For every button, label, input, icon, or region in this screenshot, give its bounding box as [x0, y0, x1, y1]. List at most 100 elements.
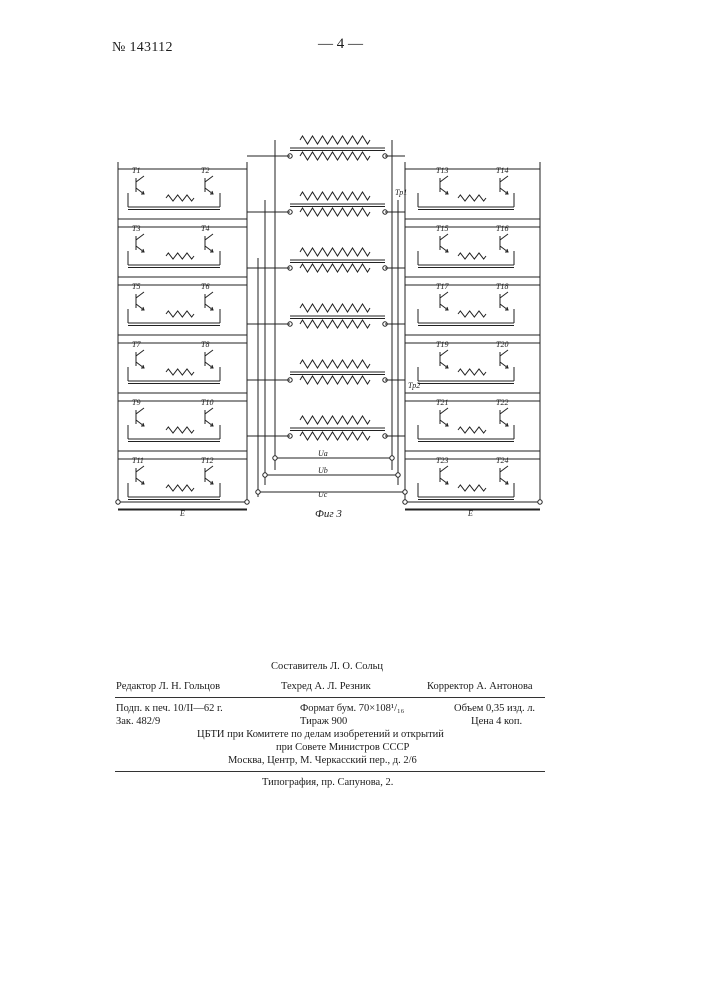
- transformer-winding: [300, 432, 370, 440]
- imprint-corrector: Корректор А. Антонова: [427, 680, 533, 693]
- transistor-left: [205, 176, 213, 182]
- transistor-right-label: T16: [496, 224, 508, 233]
- transistor-left: [205, 408, 213, 414]
- transistor-left: [136, 292, 144, 298]
- transistor-right: [500, 466, 508, 472]
- imprint-editor: Редактор Л. Н. Гольцов: [116, 680, 220, 693]
- right-stage-resistor: [458, 427, 486, 433]
- right-stage-resistor: [458, 195, 486, 201]
- transistor-left: [136, 408, 144, 414]
- transistor-right: [440, 408, 448, 414]
- transistor-right-label: T15: [436, 224, 448, 233]
- transistor-left-label: T4: [201, 224, 209, 233]
- transistor-right: [500, 304, 508, 310]
- terminal-a: [390, 456, 394, 460]
- imprint-format: Формат бум. 70×108¹/₁₆: [300, 702, 404, 715]
- transistor-right-label: T21: [436, 398, 448, 407]
- left-stage-resistor: [166, 427, 194, 433]
- imprint-print-run: Тираж 900: [300, 715, 347, 728]
- transistor-left-label: T12: [201, 456, 213, 465]
- transistor-right: [440, 234, 448, 240]
- transistor-right: [440, 350, 448, 356]
- terminal-c: [256, 490, 260, 494]
- voltage-label-a: Ua: [318, 449, 328, 458]
- transistor-right-label: T19: [436, 340, 448, 349]
- transistor-left-label: T2: [201, 166, 209, 175]
- circuit-diagram: T1T2T3T4T5T6T7T8T9T10T11T12T13T14T15T16T…: [0, 0, 707, 560]
- supply-terminal: [403, 500, 407, 504]
- supply-terminal: [538, 500, 542, 504]
- transistor-right: [440, 304, 448, 310]
- transistor-left: [205, 350, 213, 356]
- transformer-winding: [300, 264, 370, 272]
- transistor-left: [136, 362, 144, 368]
- imprint-divider-bottom: [115, 771, 545, 772]
- transistor-right: [440, 420, 448, 426]
- imprint-printing-house: Типография, пр. Сапунова, 2.: [262, 776, 393, 789]
- transistor-right-label: T14: [496, 166, 508, 175]
- imprint-compiler: Составитель Л. О. Сольц: [271, 660, 383, 673]
- transistor-left: [205, 246, 213, 252]
- transistor-left-label: T9: [132, 398, 140, 407]
- transistor-left: [136, 350, 144, 356]
- transistor-left: [205, 420, 213, 426]
- transistor-right-label: T23: [436, 456, 448, 465]
- transistor-left-label: T7: [132, 340, 141, 349]
- transformer-winding: [300, 192, 370, 200]
- transistor-left: [205, 362, 213, 368]
- transistor-right: [500, 420, 508, 426]
- transistor-left: [205, 478, 213, 484]
- imprint-org-line2: при Совете Министров СССР: [276, 741, 409, 754]
- voltage-label-c: Uc: [318, 490, 328, 499]
- right-stage-resistor: [458, 253, 486, 259]
- left-stage-resistor: [166, 195, 194, 201]
- transistor-left-label: T5: [132, 282, 140, 291]
- transistor-left: [136, 304, 144, 310]
- supply-terminal: [245, 500, 249, 504]
- transistor-left-label: T3: [132, 224, 140, 233]
- imprint-volume: Объем 0,35 изд. л.: [454, 702, 535, 715]
- transistor-left: [205, 304, 213, 310]
- right-stage-resistor: [458, 485, 486, 491]
- transformer-winding: [300, 248, 370, 256]
- imprint-signed: Подп. к печ. 10/II—62 г.: [116, 702, 223, 715]
- figure-caption: Фиг 3: [315, 508, 342, 520]
- transformer-winding: [300, 152, 370, 160]
- transformer-label-1: Тр1: [395, 188, 407, 197]
- left-stage-resistor: [166, 485, 194, 491]
- transformer-winding: [300, 376, 370, 384]
- imprint-org-line1: ЦБТИ при Комитете по делам изобретений и…: [197, 728, 444, 741]
- transistor-right-label: T13: [436, 166, 448, 175]
- transistor-right: [500, 362, 508, 368]
- transistor-right: [440, 176, 448, 182]
- transformer-winding: [300, 320, 370, 328]
- terminal-b: [396, 473, 400, 477]
- transistor-right: [440, 478, 448, 484]
- imprint-divider: [115, 697, 545, 698]
- transistor-right: [440, 362, 448, 368]
- transistor-left: [205, 234, 213, 240]
- transistor-right: [500, 188, 508, 194]
- left-stage-resistor: [166, 369, 194, 375]
- transistor-right: [500, 478, 508, 484]
- left-stage-resistor: [166, 311, 194, 317]
- transistor-left-label: T10: [201, 398, 213, 407]
- transistor-left: [136, 246, 144, 252]
- right-stage-resistor: [458, 311, 486, 317]
- transistor-right: [440, 246, 448, 252]
- transistor-left: [136, 466, 144, 472]
- transistor-right: [500, 234, 508, 240]
- transformer-winding: [300, 360, 370, 368]
- voltage-label-b: Ub: [318, 466, 328, 475]
- transistor-left: [205, 292, 213, 298]
- transistor-right: [440, 188, 448, 194]
- supply-terminal: [116, 500, 120, 504]
- transistor-right: [500, 176, 508, 182]
- transistor-right-label: T24: [496, 456, 508, 465]
- transistor-left: [136, 420, 144, 426]
- transformer-winding: [300, 208, 370, 216]
- transistor-left-label: T8: [201, 340, 209, 349]
- imprint-techred: Техред А. Л. Резник: [281, 680, 371, 693]
- transistor-left: [205, 188, 213, 194]
